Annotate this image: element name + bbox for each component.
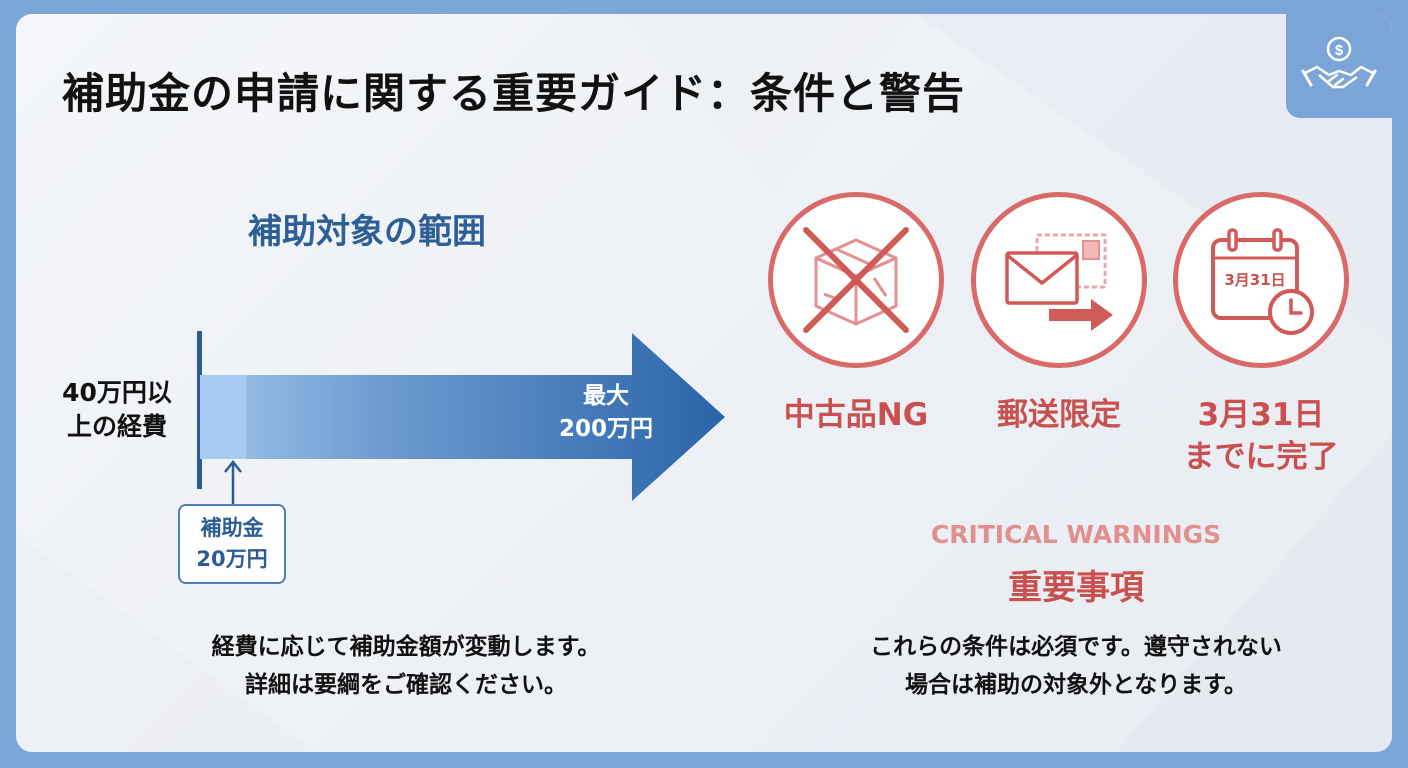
scope-note-line2: 詳細は要綱をご確認ください。	[245, 672, 567, 698]
no-used-goods-icon	[803, 227, 909, 333]
subsidy-amount-box: 補助金 20万円	[178, 504, 286, 584]
up-arrow-icon	[224, 459, 242, 504]
subsidy-amount-line1: 補助金	[200, 516, 264, 540]
warning-label-used-goods: 中古品NG	[783, 397, 929, 433]
expense-threshold-label: 40万円以 上の経費	[42, 376, 192, 444]
max-amount-line1: 最大	[583, 383, 629, 409]
corner-badge: $	[1286, 14, 1392, 118]
subsidy-amount-line2: 20万円	[196, 547, 268, 571]
scope-note-line1: 経費に応じて補助金額が変動します。	[211, 634, 601, 660]
deadline-circle: 3月31日	[1173, 192, 1349, 368]
calendar-date-text: 3月31日	[1224, 271, 1285, 289]
threshold-line	[197, 331, 202, 489]
scope-note: 経費に応じて補助金額が変動します。 詳細は要綱をご確認ください。	[136, 628, 676, 704]
expense-threshold-line2: 上の経費	[66, 412, 167, 441]
guide-card: $ 補助金の申請に関する重要ガイド：条件と警告 補助対象の範囲 40万円以 上の…	[16, 14, 1392, 752]
handshake-coin-icon: $	[1301, 36, 1377, 89]
svg-text:$: $	[1335, 42, 1344, 59]
calendar-deadline-icon: 3月31日	[1211, 228, 1314, 335]
max-amount-line2: 200万円	[558, 416, 653, 442]
warnings-note: これらの条件は必須です。遵守されない 場合は補助の対象外となります。	[786, 628, 1366, 704]
mail-only-circle	[971, 192, 1147, 368]
no-used-goods-circle	[768, 192, 944, 368]
deadline-line2: までに完了	[1183, 439, 1339, 475]
page-title: 補助金の申請に関する重要ガイド：条件と警告	[62, 69, 966, 118]
warning-label-mail: 郵送限定	[997, 397, 1121, 433]
max-amount-label: 最大 200万円	[536, 380, 676, 446]
mail-only-icon	[1005, 233, 1113, 331]
deadline-line1: 3月31日	[1197, 397, 1325, 433]
warnings-note-line1: これらの条件は必須です。遵守されない	[870, 634, 1282, 660]
important-items-heading: 重要事項	[1008, 568, 1144, 608]
critical-warnings-heading: CRITICAL WARNINGS	[930, 520, 1222, 549]
expense-threshold-line1: 40万円以	[62, 378, 172, 407]
subsidy-range-arrow	[200, 333, 725, 501]
warning-label-deadline: 3月31日 までに完了	[1156, 394, 1366, 478]
warnings-note-line2: 場合は補助の対象外となります。	[904, 672, 1247, 698]
scope-heading: 補助対象の範囲	[248, 212, 486, 252]
